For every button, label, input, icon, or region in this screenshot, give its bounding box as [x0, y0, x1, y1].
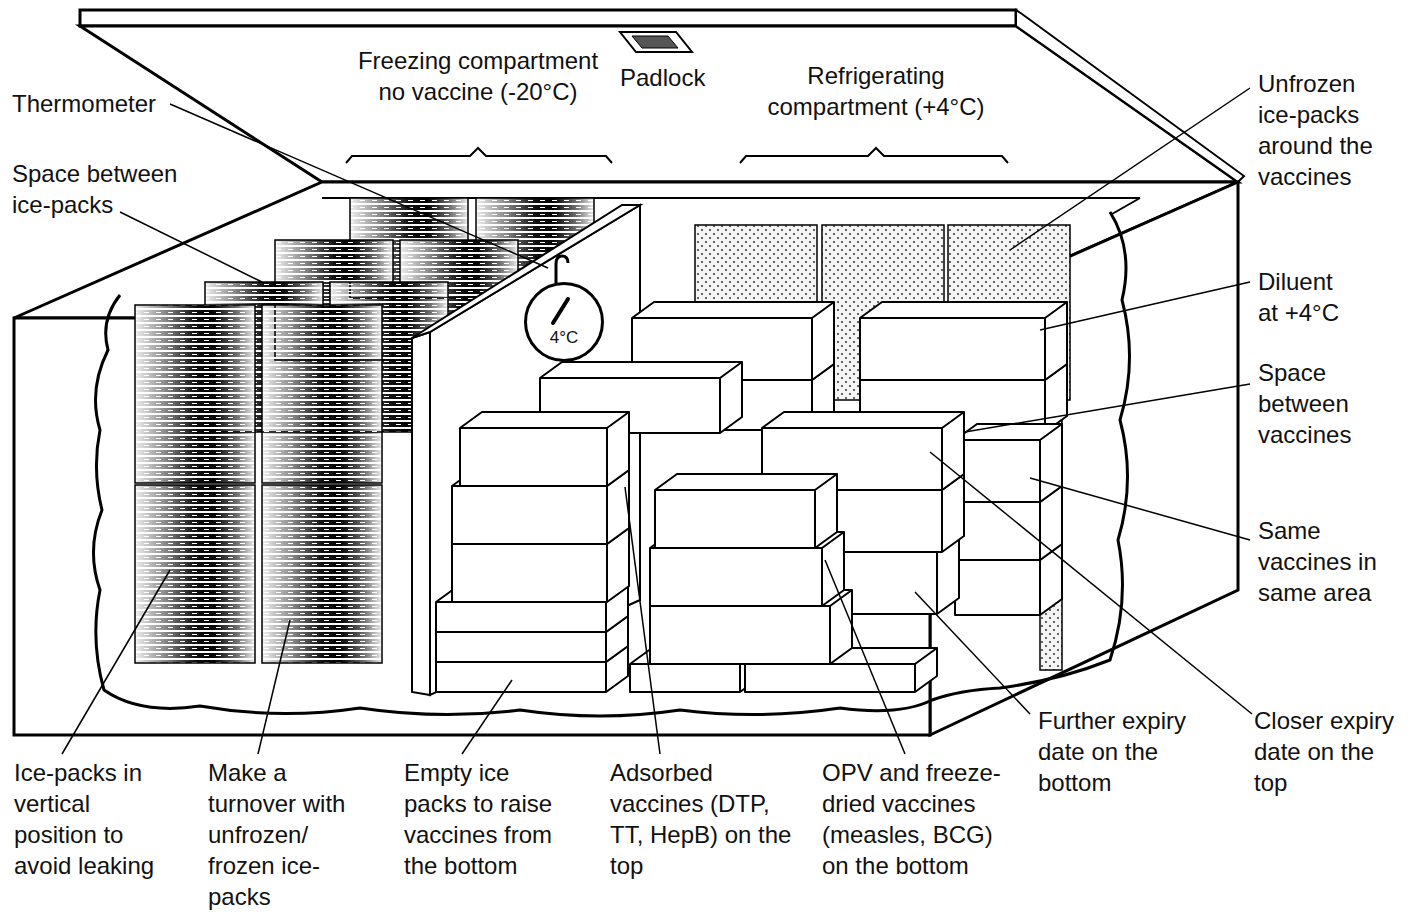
callout-label: Ice-packs in vertical position to avoid …	[14, 757, 159, 881]
vaccine-box	[955, 424, 1062, 502]
callout-label: Diluent at +4°C	[1258, 266, 1350, 328]
thermometer-hook	[556, 256, 568, 283]
callout-label: Empty ice packs to raise vaccines from t…	[404, 757, 559, 881]
leader-line	[120, 212, 262, 282]
diluent-box	[860, 302, 1067, 380]
leader-line	[1040, 282, 1250, 330]
leader-line	[62, 570, 170, 754]
inner-rim	[1112, 198, 1140, 214]
freezer-side	[930, 182, 1238, 735]
leader-line	[1030, 478, 1250, 540]
callout-label: Padlock	[620, 62, 740, 93]
leader-line	[825, 560, 905, 754]
callout-label: Further expiry date on the bottom	[1038, 705, 1193, 798]
callout-label: Thermometer	[12, 88, 182, 119]
padlock-symbol	[632, 36, 678, 48]
thermometer-needle	[527, 285, 601, 359]
thermometer-dial: 4°C	[524, 282, 604, 362]
leader-line	[965, 384, 1250, 432]
bracket	[740, 148, 1008, 163]
lid-edge	[80, 10, 1016, 26]
callout-label: Closer expiry date on the top	[1254, 705, 1406, 798]
leader-line	[462, 680, 512, 754]
callout-label: Space between ice-packs	[12, 158, 192, 220]
thermometer-needle	[553, 299, 568, 323]
lid-side	[1016, 10, 1244, 182]
leader-line	[1010, 88, 1250, 250]
leader-line	[625, 487, 660, 754]
callout-label: Adsorbed vaccines (DTP, TT, HepB) on the…	[610, 757, 805, 881]
compartment-heading: Freezing compartment no vaccine (-20°C)	[353, 45, 603, 107]
padlock-symbol	[620, 32, 692, 52]
callout-label: OPV and freeze-dried vaccines (measles, …	[822, 757, 1007, 881]
dial-reading: 4°C	[550, 328, 579, 348]
callout-label: Unfrozen ice-packs around the vaccines	[1258, 68, 1398, 192]
divider	[430, 205, 640, 695]
callout-label: Space between vaccines	[1258, 357, 1408, 450]
compartment-heading: Refrigerating compartment (+4°C)	[761, 60, 991, 122]
bracket	[346, 148, 612, 163]
divider	[412, 332, 430, 695]
callout-label: Same vaccines in same area	[1258, 515, 1398, 608]
leader-line	[170, 104, 548, 268]
callout-label: Make a turnover with unfrozen/ frozen ic…	[208, 757, 353, 912]
vaccine-box	[460, 412, 629, 486]
leader-line	[930, 452, 1252, 714]
vaccine-box	[655, 474, 837, 548]
leader-line	[258, 620, 290, 754]
leader-line	[915, 592, 1030, 714]
